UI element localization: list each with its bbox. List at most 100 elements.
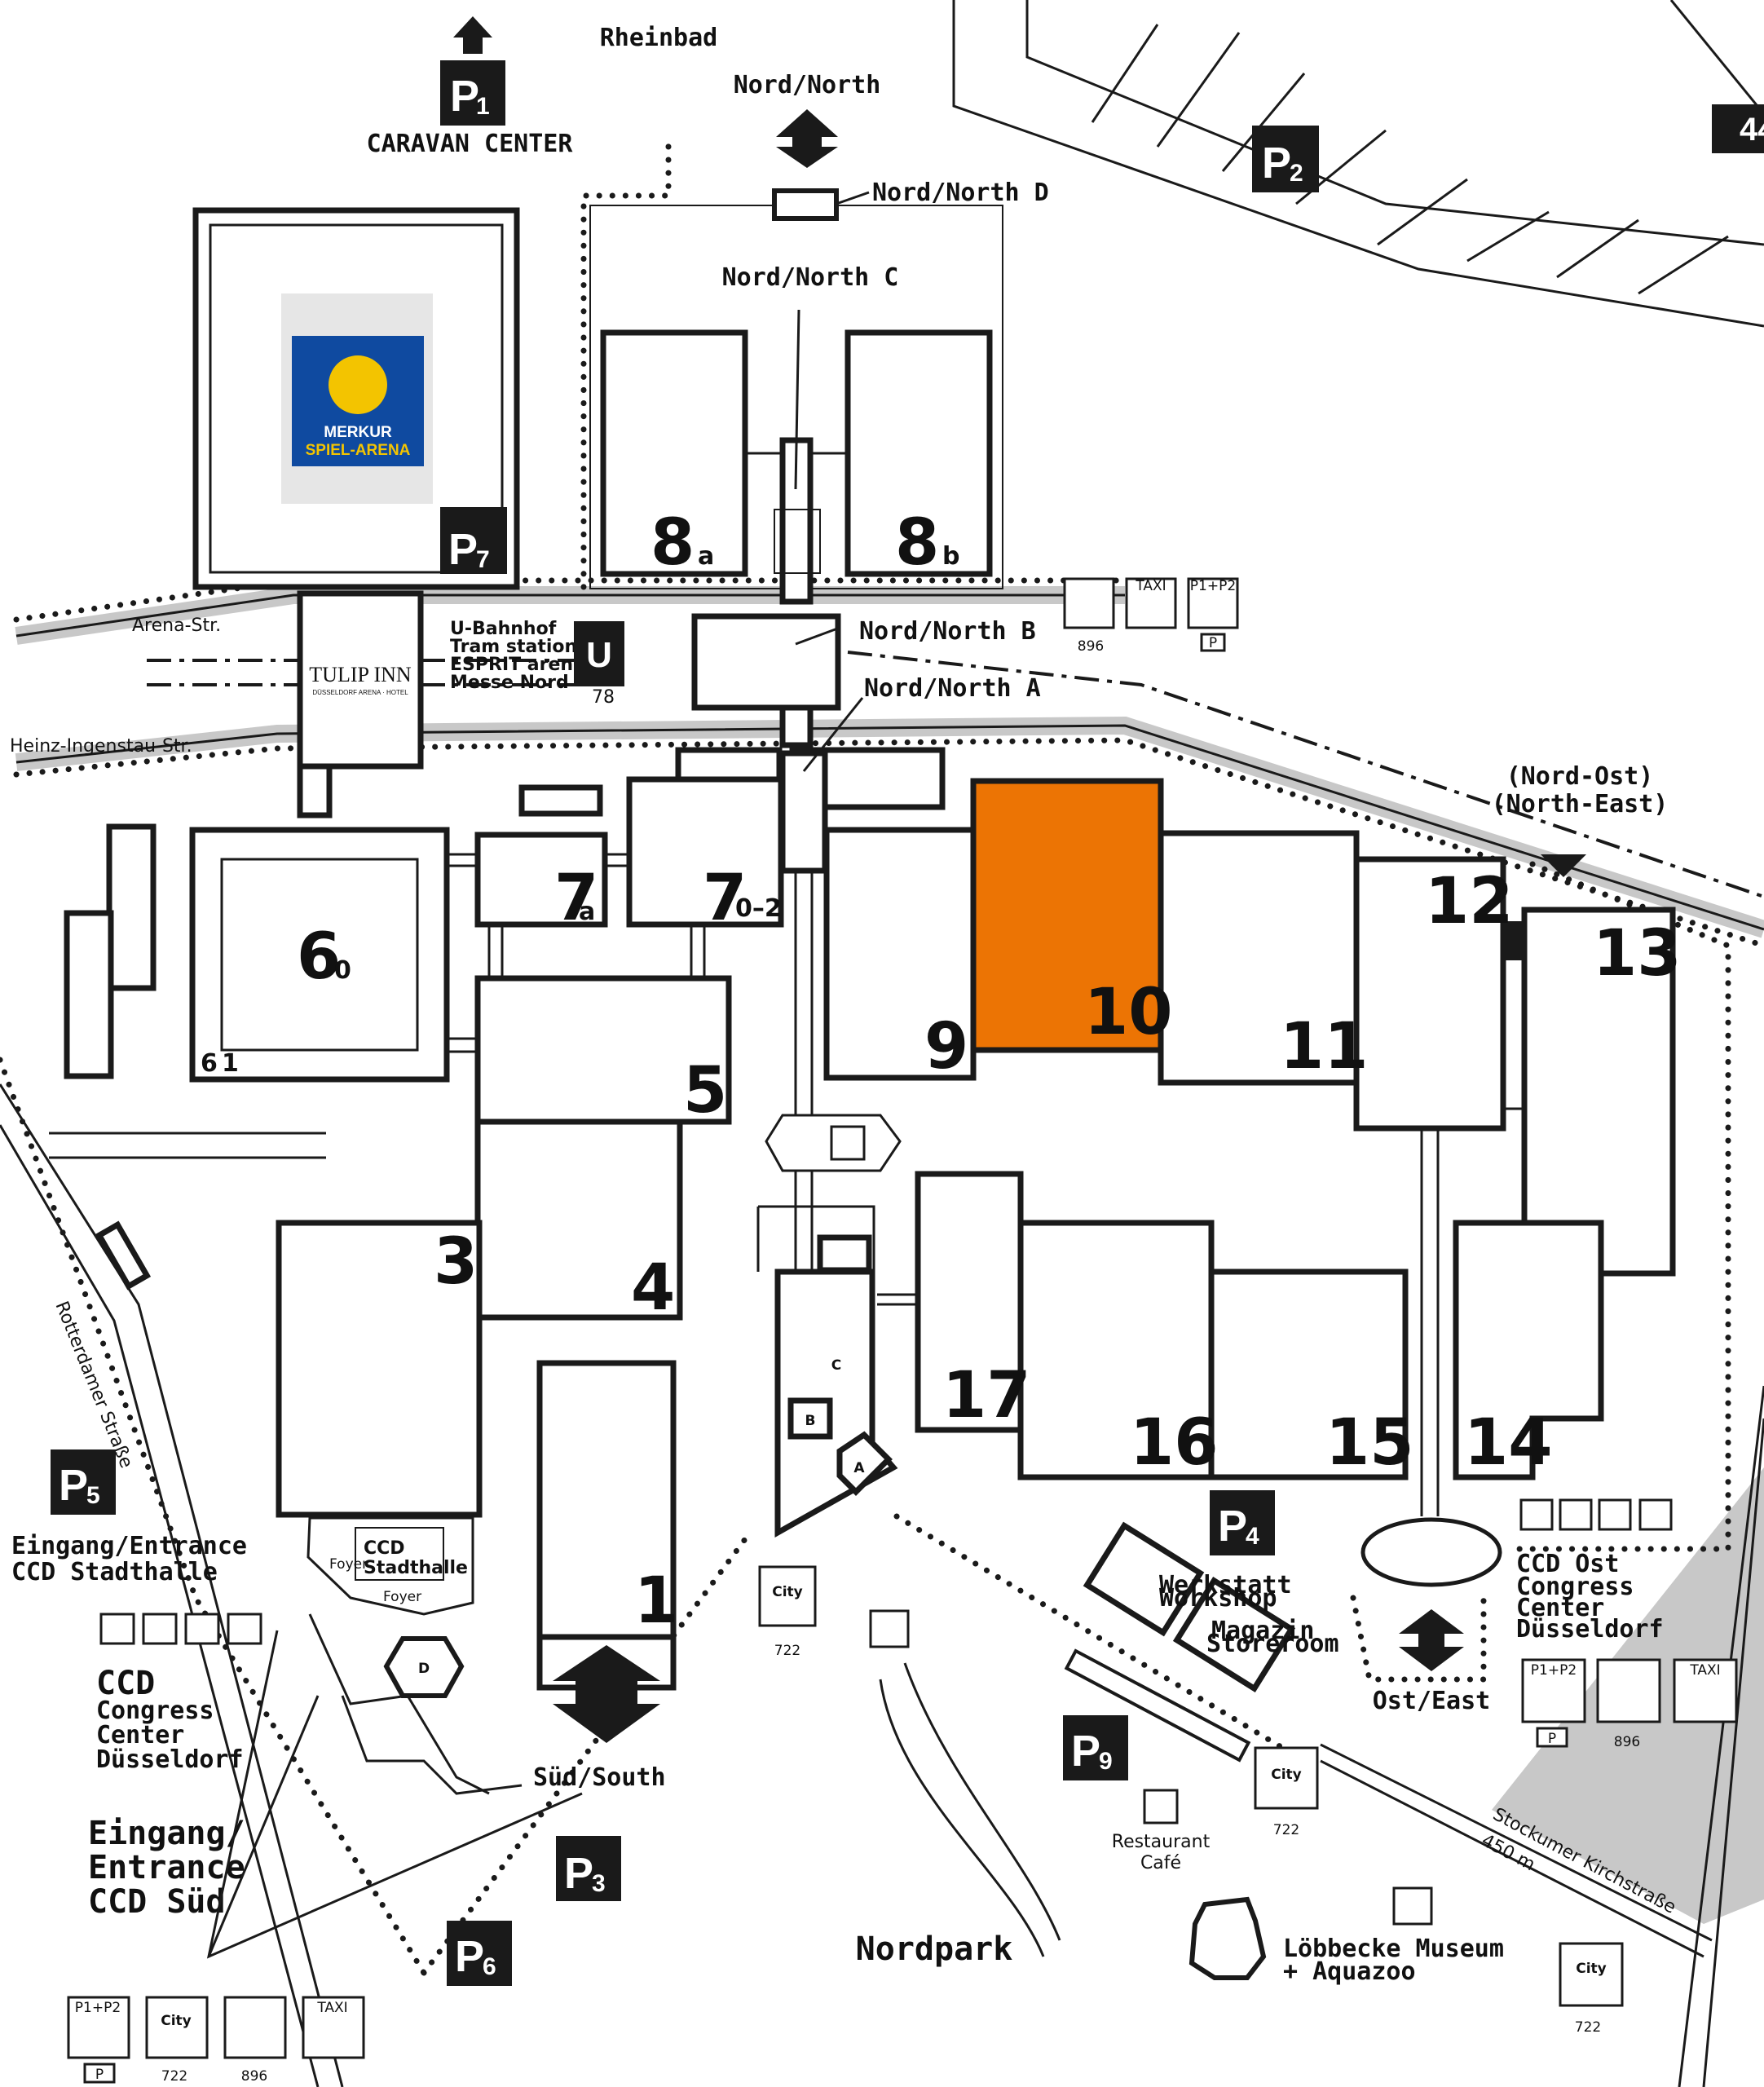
hall-b xyxy=(787,1397,833,1440)
hall-6 xyxy=(189,827,450,1083)
city-label-1: City xyxy=(161,2013,192,2029)
bus-stop-south: City 722 xyxy=(758,1565,817,1659)
hall-12-number: 12 xyxy=(1425,865,1514,938)
svg-text:P: P xyxy=(564,1849,593,1898)
svg-text:P: P xyxy=(1262,139,1291,188)
restaurant-cafe-icon xyxy=(1143,1789,1179,1824)
transport-icons-ccd-west: P1+P2 City TAXI 722 896 P xyxy=(67,1996,365,2085)
parking-p3: P 3 xyxy=(556,1836,621,1901)
ccd-ost-label-1: CCD Ost xyxy=(1516,1550,1619,1578)
city-label-2: City xyxy=(772,1584,803,1600)
sun-icon xyxy=(329,355,387,414)
hall-b-label: B xyxy=(805,1413,816,1429)
hall-6-1-number: 6 xyxy=(201,1049,218,1078)
hall-10-number: 10 xyxy=(1084,976,1173,1049)
entrance-stadthalle-label-2: CCD Stadthalle xyxy=(11,1558,218,1586)
ccd-label-3: Center xyxy=(96,1721,184,1749)
route-44-sign xyxy=(1712,104,1764,153)
tulip-inn-building xyxy=(297,590,424,770)
hall-small-top xyxy=(518,784,603,817)
svg-text:P: P xyxy=(59,1461,88,1510)
svg-text:6: 6 xyxy=(483,1953,496,1980)
north-d-gate xyxy=(772,188,839,221)
hall-1-number: 1 xyxy=(634,1564,678,1638)
route-44-label: 44 xyxy=(1740,112,1764,148)
hall-7-number: 7 xyxy=(703,862,747,935)
p1p2-label-2: P1+P2 xyxy=(75,2000,121,2016)
hall-5-number: 5 xyxy=(683,1054,727,1127)
foyer-label-2: Foyer xyxy=(383,1589,421,1605)
footpath-north xyxy=(13,577,1128,623)
hall-11 xyxy=(1158,830,1360,1086)
parking-p6: P 6 xyxy=(447,1921,512,1986)
ccd-ost-label-2: Congress xyxy=(1516,1573,1634,1601)
magazin-building xyxy=(1172,1577,1296,1692)
nord-north-a-label: Nord/North A xyxy=(864,674,1041,703)
nord-north-c-label: Nord/North C xyxy=(722,263,899,292)
hall-9-number: 9 xyxy=(924,1010,968,1083)
north-b-building xyxy=(691,613,841,711)
parking-lot-p2 xyxy=(952,0,1764,328)
parking-bar-p9 xyxy=(1064,1648,1251,1763)
tulip-inn-label: TULIP INN xyxy=(309,663,412,686)
hall-14 xyxy=(1453,1220,1604,1480)
bus-722-label-3: 722 xyxy=(1273,1822,1299,1838)
werkstatt-label-2: Workshop xyxy=(1159,1584,1277,1613)
ubahn-label-1: U-Bahnhof xyxy=(450,619,557,639)
hall-7a-sub: a xyxy=(579,898,595,926)
hall-7-sub: 0–2 xyxy=(735,894,782,923)
hall-d-hex xyxy=(383,1636,465,1698)
restaurant-label-1: Restaurant xyxy=(1112,1832,1211,1852)
parking-p1: P 1 CARAVAN CENTER xyxy=(367,16,573,158)
hall-6-1-sub: 1 xyxy=(222,1049,239,1078)
werkstatt-building xyxy=(1083,1521,1205,1637)
svg-text:9: 9 xyxy=(1099,1748,1113,1775)
east-arrow-icon xyxy=(1399,1609,1464,1671)
bus-stop-east: City 722 xyxy=(1254,1746,1319,1838)
loebbecke-label-2: + Aquazoo xyxy=(1283,1957,1416,1986)
ost-east-label: Ost/East xyxy=(1373,1687,1491,1715)
rotterdamer-strasse xyxy=(0,1124,320,2087)
spiel-arena-text: SPIEL-ARENA xyxy=(306,442,411,459)
entrance-sued-label-3: CCD Süd xyxy=(88,1883,226,1921)
ccd-ost-label-3: Center xyxy=(1516,1594,1604,1622)
city-label-3: City xyxy=(1271,1767,1302,1783)
werkstatt-label-1: Werkstatt xyxy=(1159,1571,1292,1599)
parking-p4: P 4 xyxy=(1210,1490,1275,1555)
ubahn-label-2: Tram station xyxy=(450,637,577,657)
svg-text:4: 4 xyxy=(1246,1523,1259,1550)
hall-6-number: 6 xyxy=(297,920,341,994)
ubahn-label-4: Messe Nord xyxy=(450,673,569,693)
taxi-label-3: TAXI xyxy=(1689,1662,1720,1679)
hall-9 xyxy=(823,827,977,1081)
magazin-label-1: Magazin xyxy=(1211,1617,1314,1645)
p1p2-label-3: P1+P2 xyxy=(1531,1662,1577,1679)
transport-icons-north: TAXI P1+P2 896 P xyxy=(1063,577,1239,655)
hall-8b-sub: b xyxy=(942,542,959,571)
entrance-north-a xyxy=(779,750,828,874)
south-arrow-icon xyxy=(553,1645,660,1743)
taxi-label: TAXI xyxy=(1135,578,1166,594)
stockumer-kirchstrasse xyxy=(1320,1743,1713,1958)
hall-7a xyxy=(474,832,608,928)
heinz-str-label: Heinz-Ingenstau-Str. xyxy=(10,736,192,757)
svg-text:1: 1 xyxy=(476,93,490,120)
bus-896-label: 896 xyxy=(1078,638,1104,655)
ubahn-label-3: ESPRIT arena/ xyxy=(450,655,593,675)
hall-4 xyxy=(474,1119,683,1321)
ost-entrance-pavilion xyxy=(1360,1517,1502,1587)
p-small-label-3: P xyxy=(1548,1731,1556,1747)
stadtbahn-icon xyxy=(574,621,624,686)
hall-12 xyxy=(1353,856,1506,1132)
info-icons-ccd-ost xyxy=(1519,1498,1673,1531)
svg-text:U: U xyxy=(586,635,612,675)
merkur-text: MERKUR xyxy=(324,424,392,441)
svg-text:P: P xyxy=(448,525,478,574)
ccd-ost-label-4: Düsseldorf xyxy=(1516,1615,1664,1644)
parking-p2: P 2 xyxy=(1252,126,1319,192)
north-east-arrow-icon xyxy=(1541,854,1586,877)
bus-722-label-1: 722 xyxy=(161,2068,187,2085)
svg-text:P: P xyxy=(450,72,479,121)
pedestrian-icon-nordpark xyxy=(869,1609,910,1648)
